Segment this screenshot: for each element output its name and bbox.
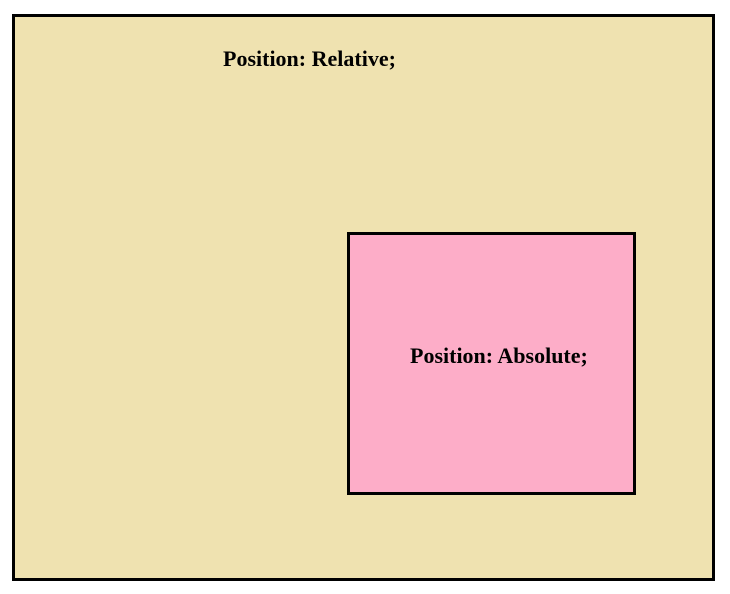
relative-positioned-box: Position: Relative; Position: Absolute; — [12, 14, 715, 581]
absolute-positioned-box: Position: Absolute; — [347, 232, 636, 495]
absolute-box-label: Position: Absolute; — [410, 343, 588, 368]
relative-box-label: Position: Relative; — [223, 46, 396, 71]
